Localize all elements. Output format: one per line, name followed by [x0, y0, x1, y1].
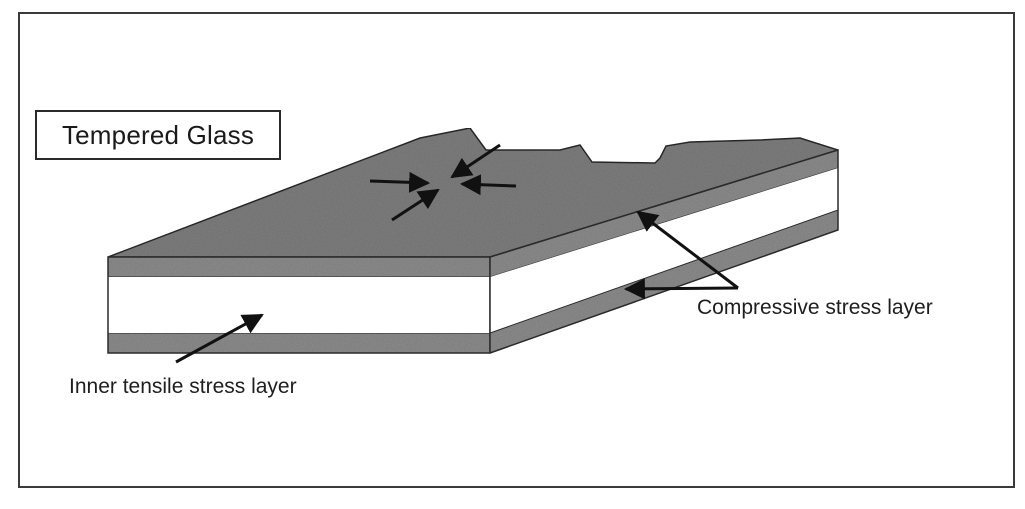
compressive-stress-label: Compressive stress layer: [697, 296, 933, 319]
arrow-from-left: [369, 171, 431, 193]
front-tensile-core: [108, 277, 490, 333]
front-top-compressive-band: [107, 256, 491, 278]
arrow-from-right: [459, 174, 517, 196]
arrow-from-lower-left: [391, 188, 440, 222]
tensile-pointer: [175, 313, 264, 364]
side-tensile-core: [490, 168, 838, 333]
surface-compression-arrows: [369, 143, 517, 222]
compressive-pointer-lower: [623, 278, 739, 300]
title-box: Tempered Glass: [35, 110, 281, 160]
diagram-frame: [18, 12, 1015, 488]
diagram-title: Tempered Glass: [61, 119, 255, 150]
tensile-stress-label: Inner tensile stress layer: [69, 375, 297, 398]
arrow-from-upper-right: [450, 143, 501, 179]
front-bottom-compressive-band: [107, 332, 491, 354]
compressive-pointer-upper: [636, 210, 739, 290]
